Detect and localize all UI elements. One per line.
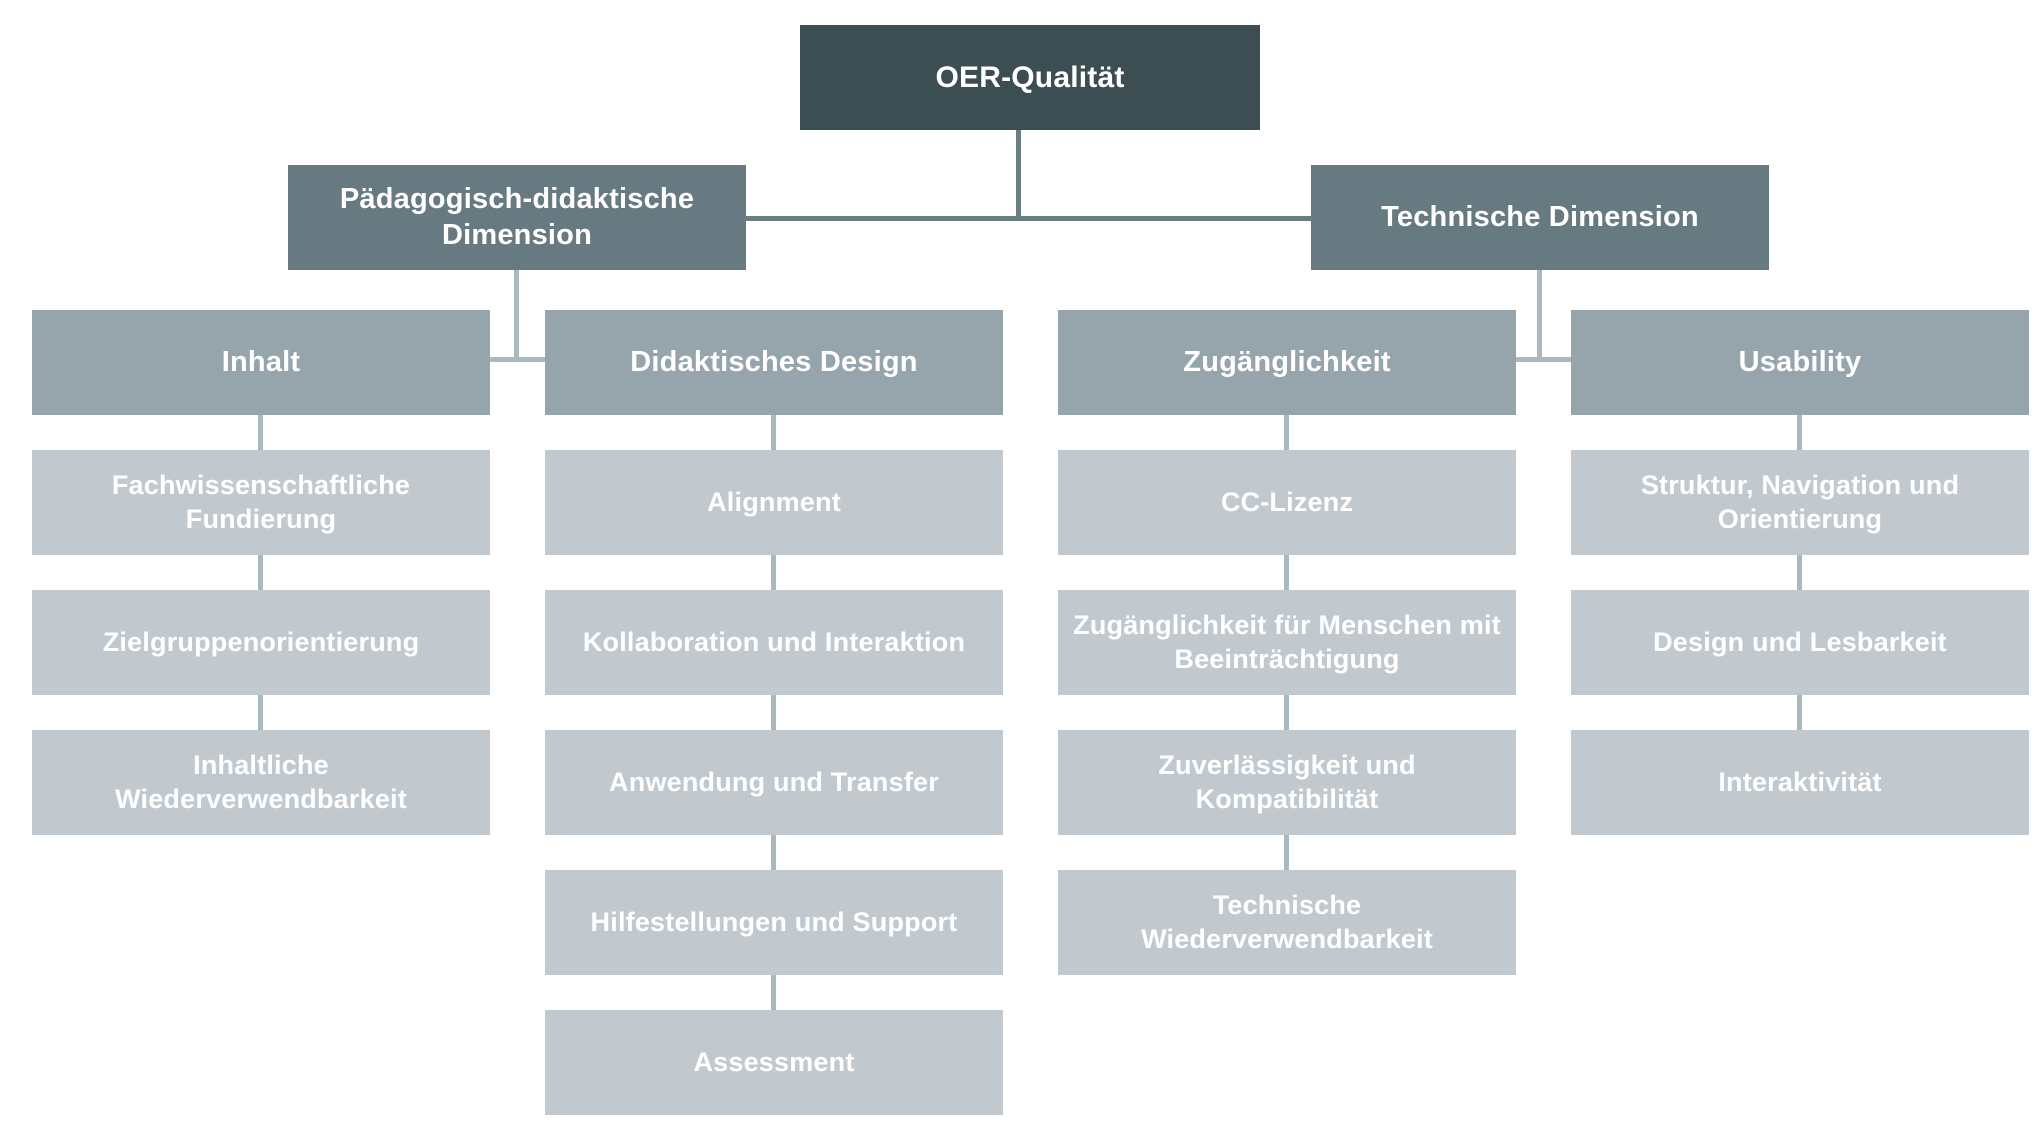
node-criterion-cc-lizenz[interactable]: CC-Lizenz xyxy=(1058,450,1516,555)
node-category-usability[interactable]: Usability xyxy=(1571,310,2029,415)
node-criterion-technische-wiederverwendbarkeit[interactable]: Technische Wiederverwendbarkeit xyxy=(1058,870,1516,975)
node-category-didaktisches-design[interactable]: Didaktisches Design xyxy=(545,310,1003,415)
node-criterion-alignment[interactable]: Alignment xyxy=(545,450,1003,555)
connector-pedagogic-down xyxy=(514,270,519,360)
connector-inhalt-3 xyxy=(258,695,263,732)
node-criterion-kollaboration-und-interaktion[interactable]: Kollaboration und Interaktion xyxy=(545,590,1003,695)
node-criterion-anwendung-und-transfer[interactable]: Anwendung und Transfer xyxy=(545,730,1003,835)
node-criterion-struktur-navigation-orientierung[interactable]: Struktur, Navigation und Orientierung xyxy=(1571,450,2029,555)
node-dimension-technisch[interactable]: Technische Dimension xyxy=(1311,165,1769,270)
node-criterion-interaktivitaet[interactable]: Interaktivität xyxy=(1571,730,2029,835)
connector-pedagogic-spine xyxy=(490,357,546,362)
connector-didaktik-5 xyxy=(771,975,776,1012)
connector-zugang-3 xyxy=(1284,695,1289,732)
connector-inhalt-2 xyxy=(258,555,263,592)
connector-usability-1 xyxy=(1797,415,1802,452)
node-criterion-assessment[interactable]: Assessment xyxy=(545,1010,1003,1115)
node-criterion-design-und-lesbarkeit[interactable]: Design und Lesbarkeit xyxy=(1571,590,2029,695)
node-criterion-inhaltliche-wiederverwendbarkeit[interactable]: Inhaltliche Wiederverwendbarkeit xyxy=(32,730,490,835)
connector-didaktik-3 xyxy=(771,695,776,732)
node-dimension-paedagogisch-didaktisch[interactable]: Pädagogisch-didaktische Dimension xyxy=(288,165,746,270)
connector-zugang-1 xyxy=(1284,415,1289,452)
node-criterion-zugaenglichkeit-beeintraechtigung[interactable]: Zugänglichkeit für Menschen mit Beeinträ… xyxy=(1058,590,1516,695)
connector-dimension-spine xyxy=(745,216,1311,221)
connector-zugang-2 xyxy=(1284,555,1289,592)
connector-technical-spine xyxy=(1516,357,1572,362)
node-root-oer-qualitaet[interactable]: OER-Qualität xyxy=(800,25,1260,130)
connector-zugang-4 xyxy=(1284,835,1289,872)
node-category-zugaenglichkeit[interactable]: Zugänglichkeit xyxy=(1058,310,1516,415)
connector-didaktik-1 xyxy=(771,415,776,452)
node-criterion-zuverlaessigkeit-und-kompatibilitaet[interactable]: Zuverlässigkeit und Kompatibilität xyxy=(1058,730,1516,835)
node-category-inhalt[interactable]: Inhalt xyxy=(32,310,490,415)
connector-usability-3 xyxy=(1797,695,1802,732)
connector-usability-2 xyxy=(1797,555,1802,592)
connector-root-down xyxy=(1016,130,1021,219)
connector-inhalt-1 xyxy=(258,415,263,452)
node-criterion-fachwissenschaftliche-fundierung[interactable]: Fachwissenschaftliche Fundierung xyxy=(32,450,490,555)
connector-technical-down xyxy=(1537,270,1542,360)
node-criterion-hilfestellungen-und-support[interactable]: Hilfestellungen und Support xyxy=(545,870,1003,975)
connector-didaktik-4 xyxy=(771,835,776,872)
connector-didaktik-2 xyxy=(771,555,776,592)
node-criterion-zielgruppenorientierung[interactable]: Zielgruppenorientierung xyxy=(32,590,490,695)
